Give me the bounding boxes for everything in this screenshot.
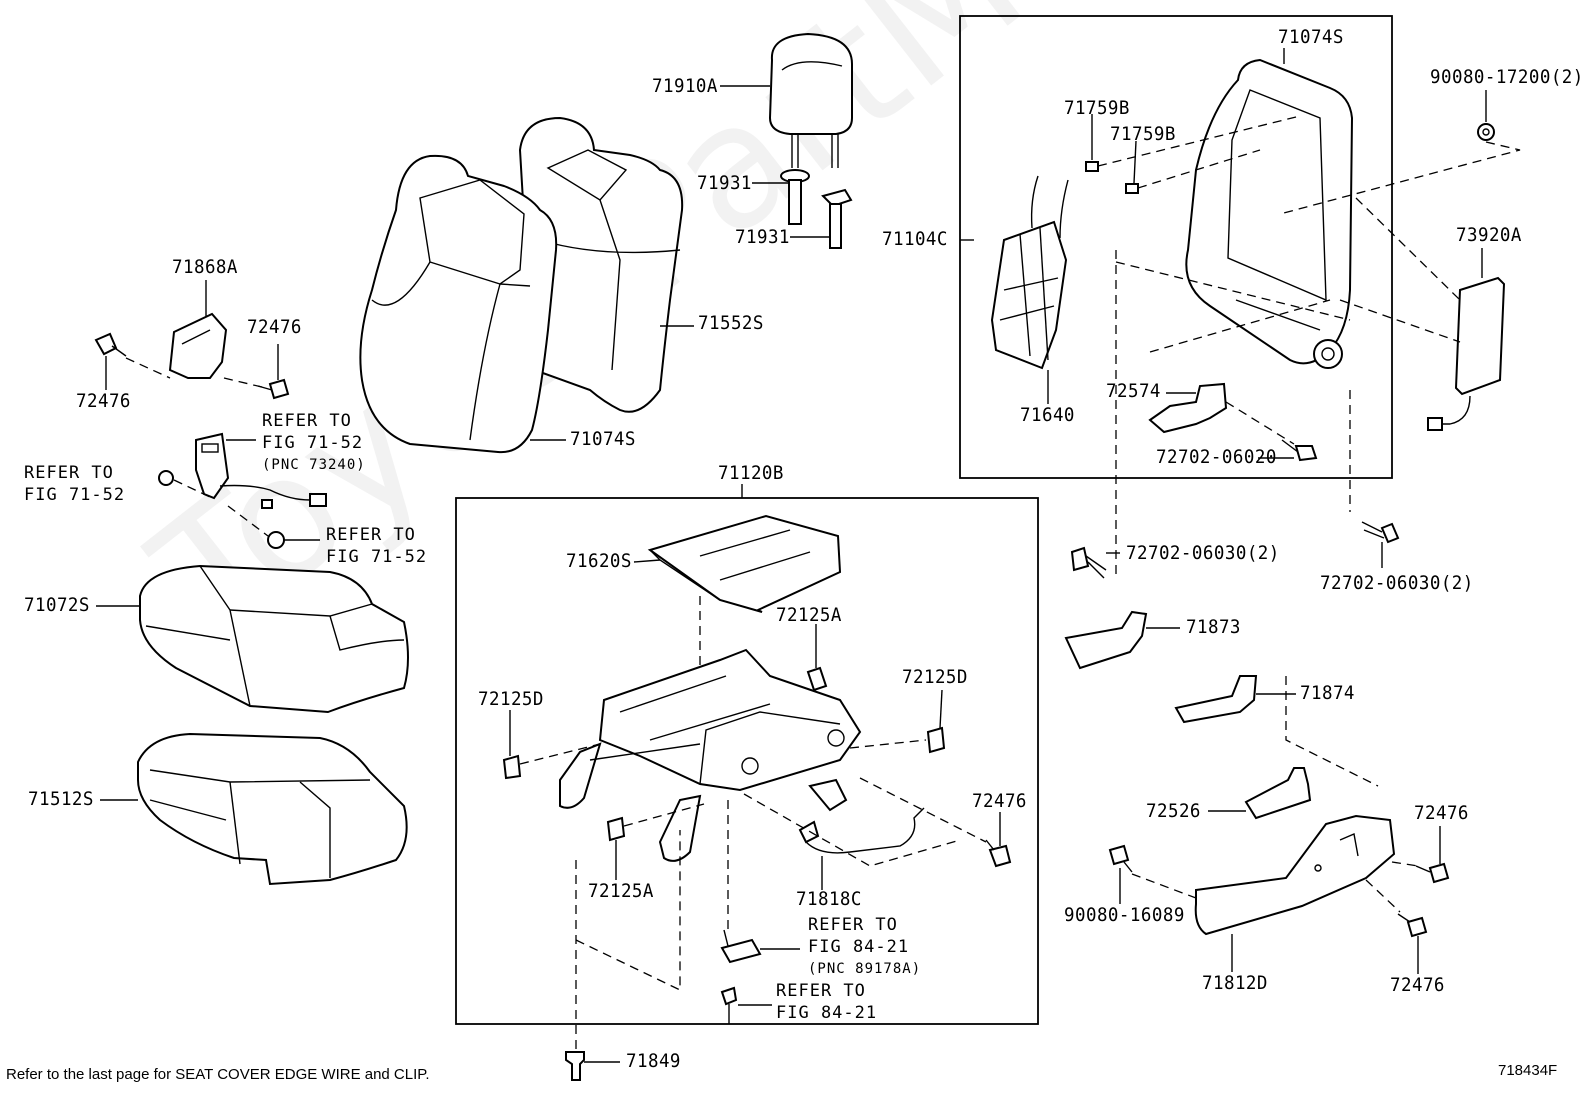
clip-72125A-upper-part[interactable] <box>806 666 828 692</box>
seat-side-shield-part[interactable] <box>1194 814 1396 936</box>
lumbar-support-part[interactable] <box>990 175 1069 370</box>
label-72125A-upper[interactable]: 72125A <box>776 604 842 626</box>
side-airbag-part[interactable] <box>1427 276 1506 431</box>
footnote: Refer to the last page for SEAT COVER ED… <box>6 1066 430 1083</box>
nut-90080-17200-part[interactable] <box>1477 123 1495 141</box>
seatback-frame-part[interactable] <box>1185 58 1354 369</box>
label-71074S-cover[interactable]: 71074S <box>570 428 636 450</box>
label-72125D-left[interactable]: 72125D <box>478 688 544 710</box>
label-71910A[interactable]: 71910A <box>652 75 718 97</box>
release-cable-part[interactable] <box>798 807 925 854</box>
label-71931-upper[interactable]: 71931 <box>697 172 752 194</box>
label-71874[interactable]: 71874 <box>1300 682 1355 704</box>
bolt-72702-06030-right-part[interactable] <box>1361 521 1400 544</box>
refer-note-line: REFER TO <box>326 525 416 545</box>
label-71640[interactable]: 71640 <box>1020 404 1075 426</box>
screw-90080-16089-part[interactable] <box>1108 844 1133 873</box>
refer-note-line: FIG 71-52 <box>326 547 428 567</box>
label-90080-16089[interactable]: 90080-16089 <box>1064 904 1185 926</box>
bolt-72702-06020-part[interactable] <box>1281 439 1318 462</box>
refer-note-line: REFER TO <box>262 411 352 431</box>
bolt-72702-06030-left-part[interactable] <box>1070 546 1107 579</box>
label-71868A[interactable]: 71868A <box>172 256 238 278</box>
bolt-72476-left-part[interactable] <box>94 332 127 357</box>
label-71818C[interactable]: 71818C <box>796 888 862 910</box>
refer-note-line: FIG 71-52 <box>262 433 364 453</box>
label-71074S-frame[interactable]: 71074S <box>1278 26 1344 48</box>
clip-72125A-lower-part[interactable] <box>606 816 626 842</box>
clip-part[interactable] <box>1085 161 1139 194</box>
label-71512S[interactable]: 71512S <box>28 788 94 810</box>
label-72125D-right[interactable]: 72125D <box>902 666 968 688</box>
seatback-cover-front-part[interactable] <box>359 154 558 454</box>
label-72702-06020[interactable]: 72702-06020 <box>1156 446 1277 468</box>
seat-position-sensor-part[interactable] <box>720 929 762 964</box>
refer-note-line: REFER TO <box>808 915 898 935</box>
label-71759B-lower[interactable]: 71759B <box>1110 123 1176 145</box>
label-72125A-lower[interactable]: 72125A <box>588 880 654 902</box>
label-71759B-upper[interactable]: 71759B <box>1064 97 1130 119</box>
refer-note-line: REFER TO <box>776 981 866 1001</box>
refer-note-line: (PNC 89178A) <box>808 961 922 977</box>
seat-track-group-box <box>455 497 1039 1025</box>
bolt-72476-right-upper-part[interactable] <box>1415 862 1450 884</box>
label-72476-top[interactable]: 72476 <box>247 316 302 338</box>
refer-note-fig-84-21-pnc[interactable]: REFER TO FIG 84-21 (PNC 89178A) <box>808 914 921 980</box>
label-72702-06030-left[interactable]: 72702-06030(2) <box>1126 542 1280 564</box>
label-72476-left[interactable]: 72476 <box>76 390 131 412</box>
recliner-cover-part[interactable] <box>168 312 228 379</box>
bracket-part[interactable] <box>1148 382 1228 434</box>
label-72476-center[interactable]: 72476 <box>972 790 1027 812</box>
clip-72125D-right-part[interactable] <box>926 726 946 754</box>
cover-72526-part[interactable] <box>1244 767 1312 820</box>
label-71104C[interactable]: 71104C <box>882 228 948 250</box>
clip-72125D-left-part[interactable] <box>502 754 522 780</box>
refer-note-fig-71-52-left[interactable]: REFER TO FIG 71-52 <box>24 462 125 506</box>
label-71072S[interactable]: 71072S <box>24 594 90 616</box>
seatback-frame-group-box <box>959 15 1393 479</box>
bolt-72476-center-part[interactable] <box>985 839 1012 868</box>
label-71812D[interactable]: 71812D <box>1202 972 1268 994</box>
seat-belt-buckle-part[interactable] <box>195 432 327 509</box>
sensor-bolt-part[interactable] <box>720 986 738 1024</box>
screw-71849-part[interactable] <box>565 1051 585 1081</box>
label-71120B[interactable]: 71120B <box>718 462 784 484</box>
label-71931-lower[interactable]: 71931 <box>735 226 790 248</box>
refer-note-fig-84-21[interactable]: REFER TO FIG 84-21 <box>776 980 877 1024</box>
seat-cushion-cover-part[interactable] <box>139 564 409 714</box>
label-72574[interactable]: 72574 <box>1106 380 1161 402</box>
label-71873[interactable]: 71873 <box>1186 616 1241 638</box>
refer-note-fig-71-52-pnc[interactable]: REFER TO FIG 71-52 (PNC 73240) <box>262 410 366 476</box>
label-72476-right-lower[interactable]: 72476 <box>1390 974 1445 996</box>
label-71849[interactable]: 71849 <box>626 1050 681 1072</box>
refer-note-line: FIG 84-21 <box>776 1003 878 1023</box>
diagram-code: 718434F <box>1498 1062 1558 1079</box>
seatback-cover-rear-part[interactable] <box>518 116 684 413</box>
bolt-72476-right-lower-part[interactable] <box>1397 913 1428 938</box>
cover-71874-part[interactable] <box>1174 675 1258 724</box>
refer-note-fig-71-52-right[interactable]: REFER TO FIG 71-52 <box>326 524 427 568</box>
label-72526[interactable]: 72526 <box>1146 800 1201 822</box>
cushion-pan-part[interactable] <box>647 514 842 613</box>
refer-note-line: REFER TO <box>24 463 114 483</box>
headrest-guide-part[interactable] <box>780 169 853 249</box>
refer-note-line: FIG 71-52 <box>24 485 126 505</box>
label-72702-06030-right[interactable]: 72702-06030(2) <box>1320 572 1474 594</box>
bolt-72476-right-part[interactable] <box>257 378 290 400</box>
refer-note-line: FIG 84-21 <box>808 937 910 957</box>
refer-note-line: (PNC 73240) <box>262 457 366 473</box>
headrest-part[interactable] <box>768 32 853 168</box>
label-73920A[interactable]: 73920A <box>1456 224 1522 246</box>
seat-frame-part[interactable] <box>559 648 862 862</box>
seat-cushion-pad-part[interactable] <box>137 732 408 886</box>
label-72476-right-upper[interactable]: 72476 <box>1414 802 1469 824</box>
label-90080-17200[interactable]: 90080-17200(2) <box>1430 66 1584 88</box>
shield-71873-part[interactable] <box>1064 610 1148 670</box>
label-71552S[interactable]: 71552S <box>698 312 764 334</box>
label-71620S[interactable]: 71620S <box>566 550 632 572</box>
